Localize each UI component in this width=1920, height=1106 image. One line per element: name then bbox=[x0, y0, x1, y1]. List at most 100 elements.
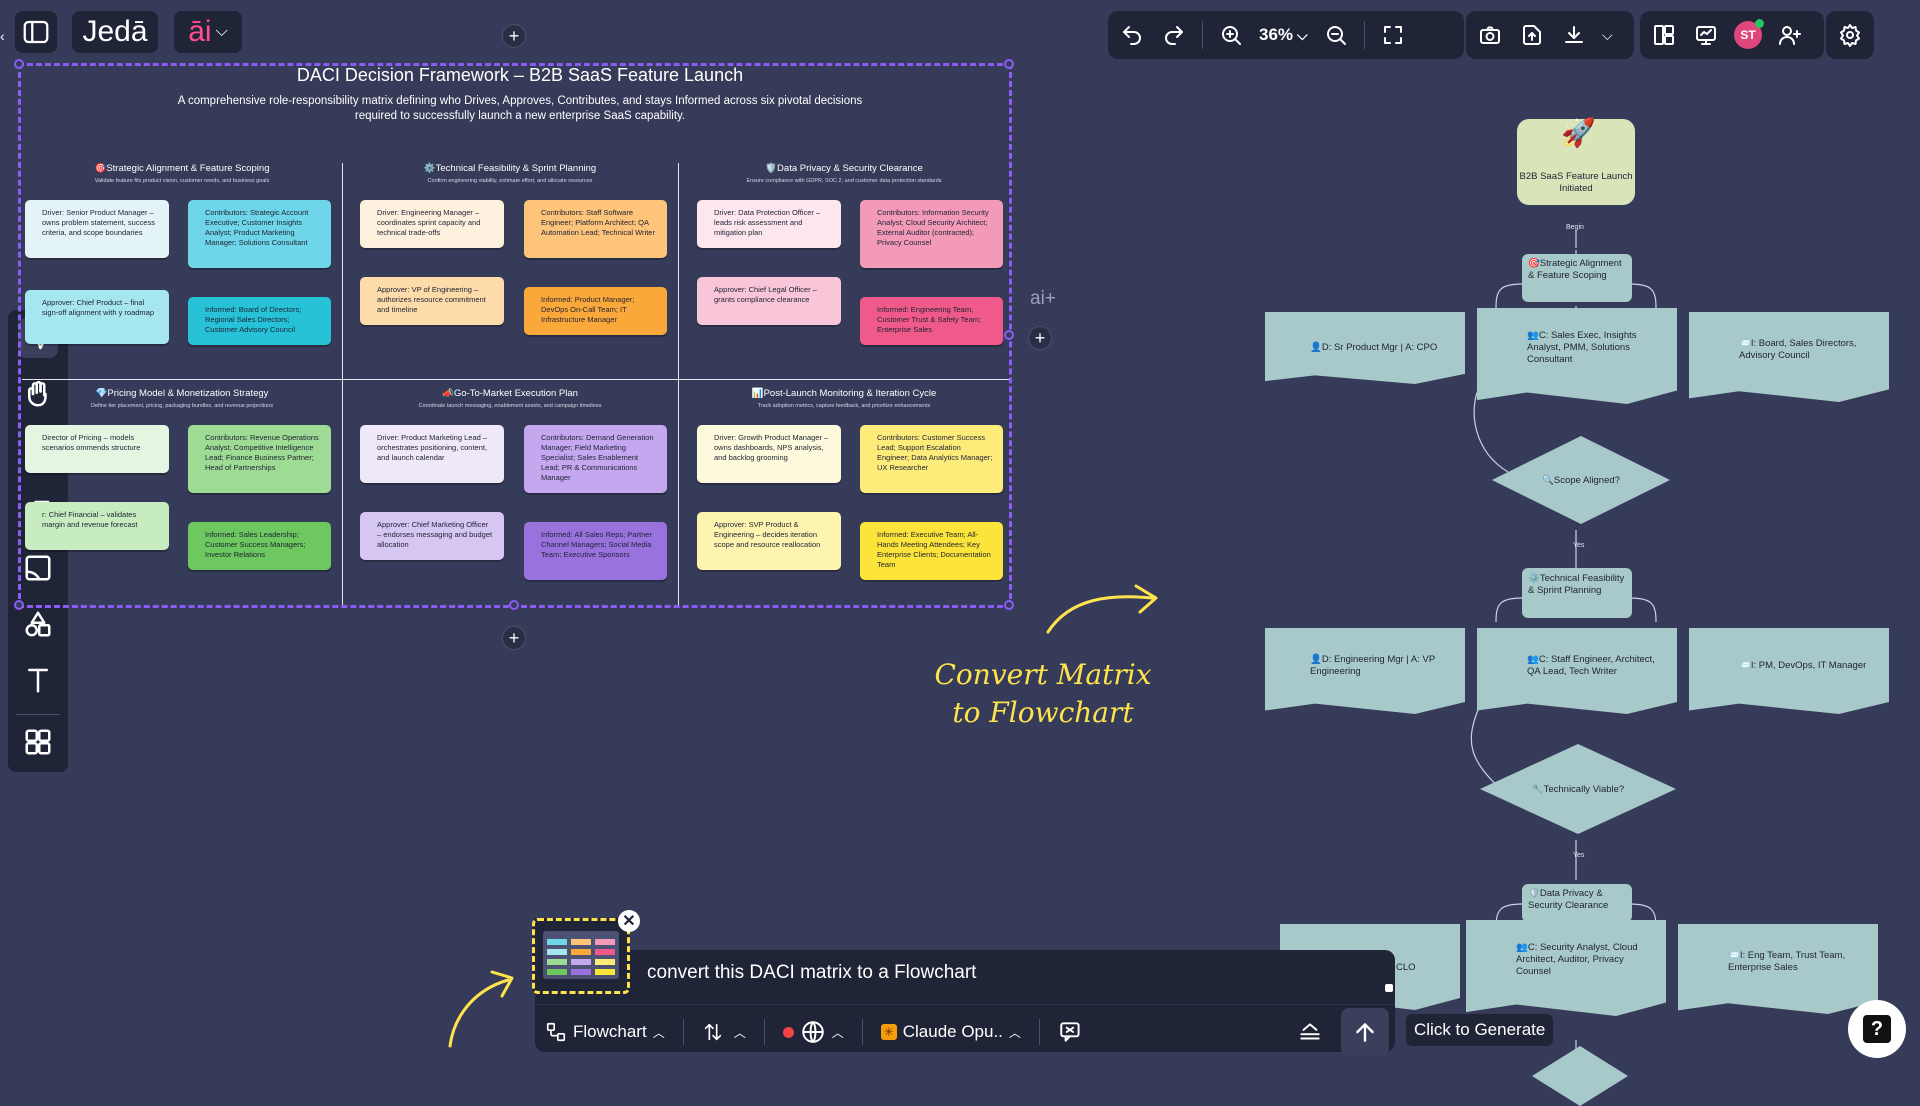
approver-card[interactable]: Approver: Chief Product – final sign-off… bbox=[25, 290, 169, 344]
informed-card[interactable]: Informed: Engineering Team; Customer Tru… bbox=[860, 297, 1003, 345]
flow-contributors-node[interactable]: 👥C: Staff Engineer, Architect, QA Lead, … bbox=[1477, 628, 1677, 714]
contributors-card[interactable]: Contributors: Revenue Operations Analyst… bbox=[188, 425, 331, 493]
fit-screen-icon[interactable] bbox=[1379, 21, 1407, 49]
informed-card[interactable]: Informed: Product Manager; DevOps On-Cal… bbox=[524, 287, 667, 335]
scroll-handle[interactable] bbox=[1385, 984, 1393, 992]
text-tool[interactable] bbox=[18, 660, 58, 700]
flow-contributors-node[interactable]: 👥C: Security Analyst, Cloud Architect, A… bbox=[1466, 920, 1666, 1016]
add-user-icon[interactable] bbox=[1776, 21, 1804, 49]
flowchart-connectors bbox=[1470, 230, 1657, 1052]
output-type-dropdown[interactable]: Flowchart ︿ bbox=[545, 1021, 665, 1043]
add-right-button[interactable]: + bbox=[1028, 326, 1052, 350]
flow-informed-node[interactable]: 📨I: Eng Team, Trust Team, Enterprise Sal… bbox=[1678, 924, 1878, 1014]
matrix-title[interactable]: DACI Decision Framework – B2B SaaS Featu… bbox=[296, 65, 744, 85]
section-title[interactable]: 📣Go-To-Market Execution Plan bbox=[442, 388, 578, 399]
ai-plus-button[interactable]: ai+ bbox=[1030, 288, 1056, 309]
upload-icon[interactable] bbox=[1518, 21, 1546, 49]
image-tool[interactable] bbox=[18, 548, 58, 588]
resize-handle[interactable] bbox=[14, 600, 24, 610]
resize-handle[interactable] bbox=[1004, 330, 1014, 340]
hand-icon bbox=[28, 380, 47, 407]
driver-card[interactable]: Director of Pricing – models scenarios o… bbox=[25, 425, 169, 473]
generate-button[interactable] bbox=[1341, 1008, 1389, 1056]
shapes-tool[interactable] bbox=[18, 604, 58, 644]
templates-tool[interactable] bbox=[18, 722, 58, 762]
chevron-down-icon[interactable]: ⌵ bbox=[1602, 26, 1613, 43]
zoom-in-icon[interactable] bbox=[1217, 21, 1245, 49]
flow-stage-node[interactable]: 🛡️Data Privacy & Security Clearance bbox=[1522, 884, 1632, 922]
add-above-button[interactable]: + bbox=[502, 24, 526, 48]
flow-stage-node[interactable]: ⚙️Technical Feasibility & Sprint Plannin… bbox=[1522, 568, 1632, 618]
contributors-card[interactable]: Contributors: Customer Success Lead; Sup… bbox=[860, 425, 1003, 493]
direction-dropdown[interactable]: ︿ bbox=[702, 1021, 746, 1043]
rocket-icon: 🚀 bbox=[1561, 117, 1596, 148]
driver-card[interactable]: Driver: Product Marketing Lead – orchest… bbox=[360, 425, 504, 483]
model-dropdown[interactable]: ✳ Claude Opu.. ︿ bbox=[880, 1022, 1021, 1042]
contributors-card[interactable]: Contributors: Strategic Account Executiv… bbox=[188, 200, 331, 268]
prompt-input[interactable]: convert this DACI matrix to a Flowchart bbox=[647, 962, 977, 983]
section-title[interactable]: 📊Post-Launch Monitoring & Iteration Cycl… bbox=[751, 388, 937, 399]
sidebar-toggle-button[interactable] bbox=[15, 11, 57, 53]
help-button[interactable]: ? bbox=[1848, 1000, 1906, 1058]
camera-icon[interactable] bbox=[1476, 21, 1504, 49]
driver-card[interactable]: Driver: Engineering Manager – coordinate… bbox=[360, 200, 504, 248]
informed-card[interactable]: Informed: All Sales Reps; Partner Channe… bbox=[524, 522, 667, 580]
zoom-out-icon[interactable] bbox=[1322, 21, 1350, 49]
section-title[interactable]: 🛡️Data Privacy & Security Clearance bbox=[765, 163, 923, 174]
approver-card[interactable]: Approver: Chief Marketing Officer – endo… bbox=[360, 512, 504, 560]
brand-logo[interactable]: Jedā bbox=[72, 11, 158, 53]
chat-history-button[interactable] bbox=[1058, 1019, 1084, 1045]
section-title[interactable]: 💎Pricing Model & Monetization Strategy bbox=[95, 388, 269, 399]
section-subtitle: Coordinate launch messaging, enablement … bbox=[418, 403, 602, 409]
download-icon[interactable] bbox=[1560, 21, 1588, 49]
informed-card[interactable]: Informed: Sales Leadership; Customer Suc… bbox=[188, 522, 331, 570]
edit-zoom-toolbar: 36% ⌵ bbox=[1108, 11, 1464, 59]
resize-handle[interactable] bbox=[1004, 59, 1014, 69]
undo-icon[interactable] bbox=[1118, 21, 1146, 49]
attachment-thumbnail[interactable] bbox=[532, 918, 630, 994]
remove-attachment-button[interactable]: ✕ bbox=[618, 910, 640, 932]
flow-driver-node[interactable]: 👤D: Sr Product Mgr | A: CPO bbox=[1265, 312, 1465, 384]
layout-icon[interactable] bbox=[1650, 21, 1678, 49]
flow-stage-node[interactable]: 🎯Strategic Alignment & Feature Scoping bbox=[1522, 254, 1632, 302]
generate-tooltip: Click to Generate bbox=[1406, 1014, 1554, 1046]
add-below-button[interactable]: + bbox=[502, 626, 526, 650]
flow-edge-label: Yes bbox=[1573, 542, 1585, 549]
ai-menu-button[interactable]: āi ⌵ bbox=[174, 11, 242, 53]
flow-start-node[interactable]: 🚀 B2B SaaS Feature Launch Initiated bbox=[1517, 119, 1635, 205]
web-search-toggle[interactable]: ︿ bbox=[782, 1019, 844, 1045]
contributors-card[interactable]: Contributors: Staff Software Engineer; P… bbox=[524, 200, 667, 258]
hand-tool[interactable] bbox=[18, 374, 58, 414]
flow-informed-node[interactable]: 📨I: Board, Sales Directors, Advisory Cou… bbox=[1689, 312, 1889, 402]
driver-card[interactable]: Driver: Growth Product Manager – owns da… bbox=[697, 425, 841, 483]
section-title[interactable]: 🎯Strategic Alignment & Feature Scoping bbox=[94, 163, 270, 174]
resize-handle[interactable] bbox=[14, 59, 24, 69]
selection-frame[interactable] bbox=[18, 63, 1012, 608]
presentation-icon[interactable] bbox=[1692, 21, 1720, 49]
approver-card[interactable]: Approver: Chief Legal Officer – grants c… bbox=[697, 277, 841, 325]
section-title[interactable]: ⚙️Technical Feasibility & Sprint Plannin… bbox=[423, 163, 597, 174]
flow-informed-node[interactable]: 📨I: PM, DevOps, IT Manager bbox=[1689, 628, 1889, 714]
informed-card[interactable]: Informed: Executive Team; All-Hands Meet… bbox=[860, 522, 1003, 580]
resize-handle[interactable] bbox=[509, 600, 519, 610]
matrix-subtitle[interactable]: A comprehensive role-responsibility matr… bbox=[177, 95, 863, 122]
approver-card[interactable]: r: Chief Financial – validates margin an… bbox=[25, 502, 169, 550]
avatar[interactable]: ST bbox=[1734, 19, 1764, 49]
resize-handle[interactable] bbox=[1004, 600, 1014, 610]
approver-card[interactable]: Approver: VP of Engineering – authorizes… bbox=[360, 277, 504, 325]
driver-card[interactable]: Driver: Data Protection Officer – leads … bbox=[697, 200, 841, 248]
flow-driver-node[interactable]: 👤D: Engineering Mgr | A: VP Engineering bbox=[1265, 628, 1465, 714]
redo-icon[interactable] bbox=[1160, 21, 1188, 49]
zoom-level-dropdown[interactable]: 36% ⌵ bbox=[1259, 25, 1308, 45]
contributors-card[interactable]: Contributors: Demand Generation Manager;… bbox=[524, 425, 667, 493]
approver-card[interactable]: Approver: SVP Product & Engineering – de… bbox=[697, 512, 841, 570]
contributors-card[interactable]: Contributors: Information Security Analy… bbox=[860, 200, 1003, 268]
stack-button[interactable] bbox=[1297, 1019, 1323, 1045]
gear-icon[interactable] bbox=[1836, 21, 1864, 49]
driver-card[interactable]: Driver: Senior Product Manager – owns pr… bbox=[25, 200, 169, 258]
informed-card[interactable]: Informed: Board of Directors; Regional S… bbox=[188, 297, 331, 345]
collapse-arrow-icon[interactable]: ‹ bbox=[0, 28, 5, 44]
flow-contributors-node[interactable]: 👥C: Sales Exec, Insights Analyst, PMM, S… bbox=[1477, 308, 1677, 404]
ai-label: āi bbox=[188, 15, 212, 48]
help-icon: ? bbox=[1863, 1015, 1891, 1043]
